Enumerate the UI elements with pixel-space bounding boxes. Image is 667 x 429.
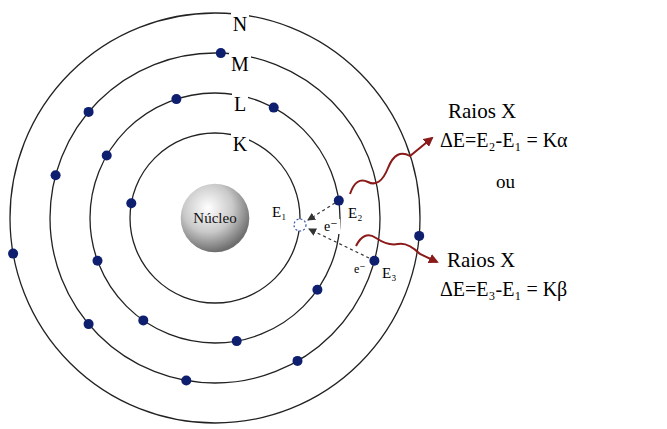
electron (84, 107, 94, 117)
electron-label: e⁻ (352, 263, 368, 276)
or-label: ou (496, 172, 515, 193)
nucleus-label: Núcleo (193, 210, 236, 227)
shell-letter: M (229, 53, 251, 75)
energy-level: E₃ (380, 265, 398, 282)
electron (126, 198, 136, 208)
electron (216, 48, 226, 58)
electron (8, 249, 18, 259)
shell-m (50, 53, 380, 383)
shell-letter: L (232, 93, 248, 115)
shell-letter: K (231, 133, 249, 155)
xray-wave-arrow (356, 235, 437, 262)
electron (51, 170, 61, 180)
electron (369, 256, 379, 266)
xray-wave-arrow (350, 138, 432, 194)
electron (414, 231, 424, 241)
energy-formula: ΔE=E₂-E₁ = Kα (440, 129, 568, 151)
nucleus: Núcleo (180, 183, 250, 253)
electron-shells (10, 13, 420, 423)
energy-level: E₂ (346, 205, 364, 222)
electron (269, 103, 279, 113)
shell-n (10, 13, 420, 423)
transition-arrow (308, 203, 335, 220)
electron-vacancy (294, 219, 306, 231)
xray-label: Raios X (447, 249, 515, 272)
shell-letter: N (231, 13, 249, 35)
electron (334, 196, 344, 206)
energy-formula: ΔE=E₃-E₁ = Kβ (440, 278, 567, 300)
electrons (8, 48, 424, 385)
electron-label: e⁻ (322, 219, 340, 234)
xray-label: Raios X (448, 100, 516, 123)
electron (84, 319, 94, 329)
electron (293, 356, 303, 366)
electron (312, 285, 322, 295)
shell-k (130, 133, 300, 303)
electron (93, 256, 103, 266)
electron (138, 315, 148, 325)
electron (171, 94, 181, 104)
electron (102, 151, 112, 161)
shell-l (90, 93, 340, 343)
energy-level: E₁ (270, 204, 288, 221)
electron (181, 376, 191, 386)
electron (232, 336, 242, 346)
